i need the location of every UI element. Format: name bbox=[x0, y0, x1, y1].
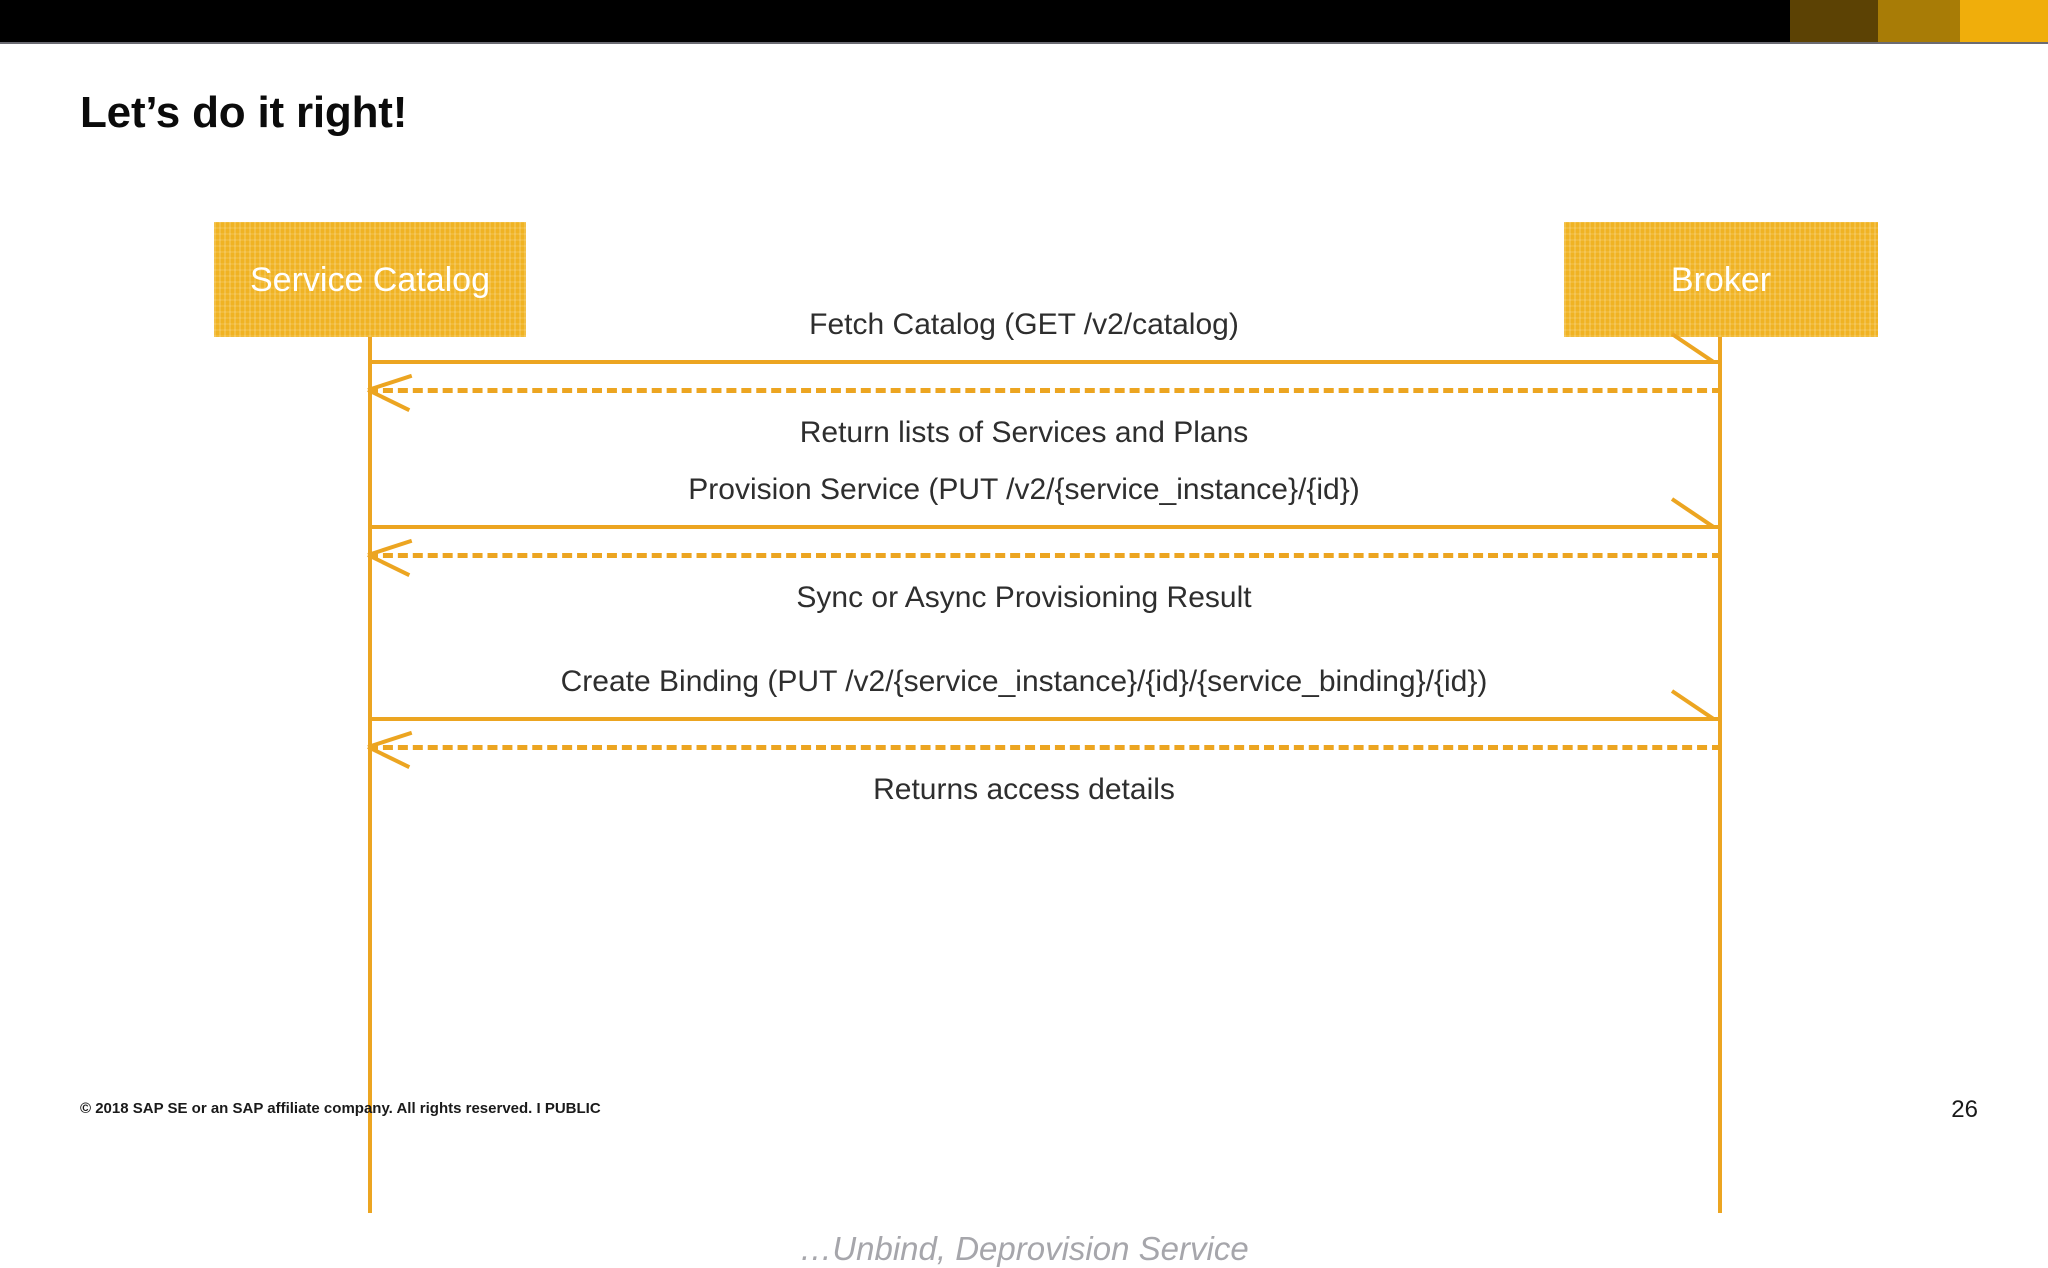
actor-service-catalog: Service Catalog bbox=[214, 222, 526, 337]
actor-broker: Broker bbox=[1564, 222, 1878, 337]
message-label-request: Fetch Catalog (GET /v2/catalog) bbox=[809, 308, 1239, 341]
top-bar-segment-gold bbox=[1878, 0, 1960, 42]
message-line-request-solid bbox=[368, 525, 1722, 529]
top-bar-segment-amber bbox=[1960, 0, 2048, 42]
top-decorative-bar bbox=[0, 0, 2048, 42]
message-label-response: Return lists of Services and Plans bbox=[799, 416, 1249, 449]
arrowhead-right-icon bbox=[1672, 332, 1724, 366]
message-line-request-solid bbox=[368, 360, 1722, 364]
sequence-diagram: Service Catalog Broker Fetch Catalog (GE… bbox=[0, 200, 2048, 1267]
message-line-response-dashed bbox=[368, 553, 1722, 558]
top-bar-divider bbox=[0, 42, 2048, 44]
top-bar-segment-black bbox=[0, 0, 1790, 42]
copyright-notice: © 2018 SAP SE or an SAP affiliate compan… bbox=[80, 1100, 601, 1117]
arrowhead-right-icon bbox=[1672, 497, 1724, 531]
page-title: Let’s do it right! bbox=[80, 88, 408, 137]
diagram-footer-note: …Unbind, Deprovision Service bbox=[799, 1230, 1249, 1267]
actor-service-catalog-label: Service Catalog bbox=[249, 260, 490, 299]
message-line-response-dashed bbox=[368, 388, 1722, 393]
actor-broker-label: Broker bbox=[1670, 260, 1772, 299]
arrowhead-right-icon bbox=[1672, 689, 1724, 723]
message-label-request: Create Binding (PUT /v2/{service_instanc… bbox=[560, 665, 1488, 698]
message-label-request: Provision Service (PUT /v2/{service_inst… bbox=[688, 473, 1360, 506]
lifeline-broker bbox=[1718, 337, 1722, 1213]
message-line-response-dashed bbox=[368, 745, 1722, 750]
message-line-request-solid bbox=[368, 717, 1722, 721]
message-label-response: Sync or Async Provisioning Result bbox=[796, 581, 1252, 614]
page-number: 26 bbox=[1951, 1096, 1978, 1123]
top-bar-segment-olive bbox=[1790, 0, 1878, 42]
message-label-response: Returns access details bbox=[873, 773, 1175, 806]
